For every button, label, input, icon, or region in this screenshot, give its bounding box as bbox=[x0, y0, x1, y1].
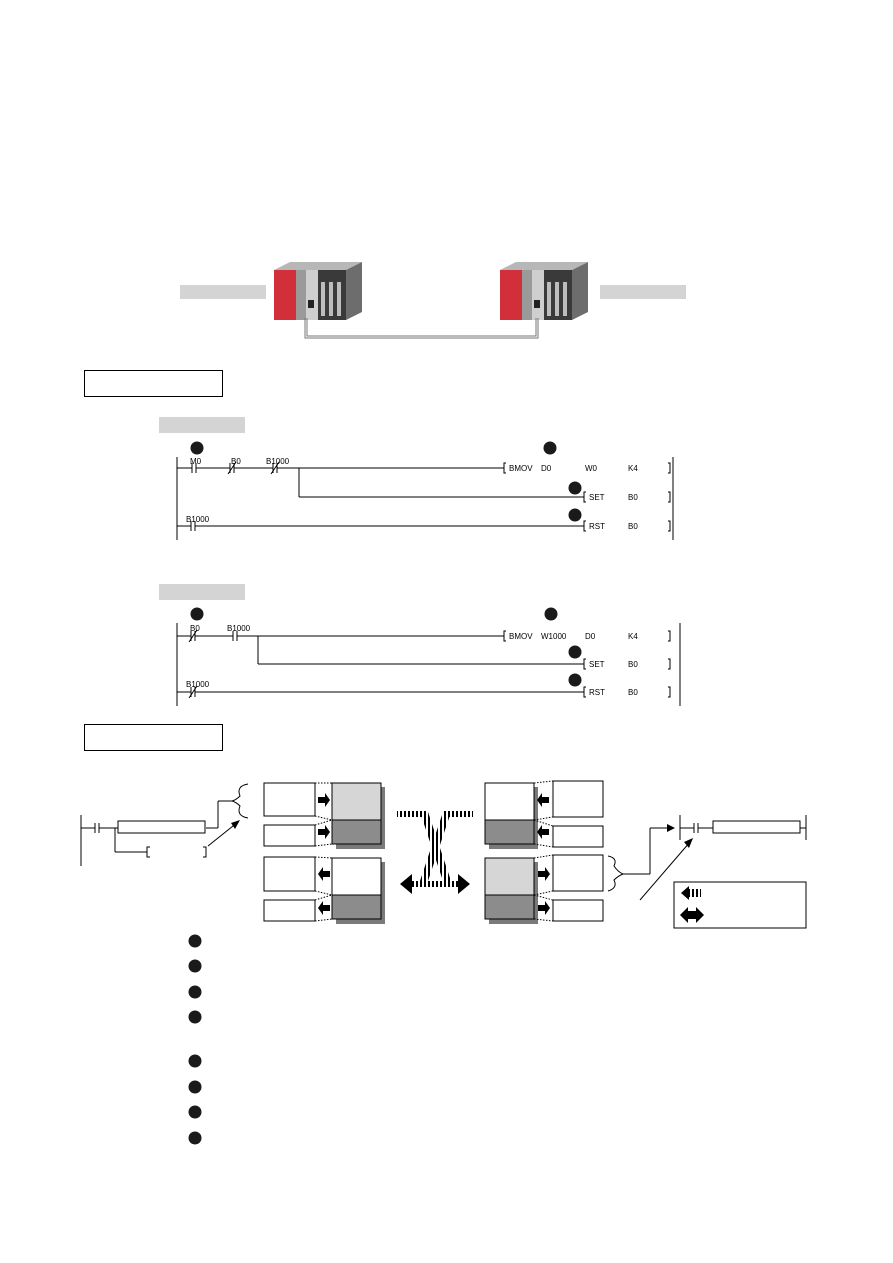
s2-contact-b0: B0 bbox=[190, 624, 200, 633]
network-cable bbox=[304, 318, 539, 339]
station1-program-label-bar bbox=[159, 417, 245, 433]
step-marker-7 bbox=[568, 645, 582, 659]
s1-contact-b1000: B1000 bbox=[266, 457, 290, 466]
s1-contact-b0: B0 bbox=[231, 457, 241, 466]
step-marker-3 bbox=[568, 481, 582, 495]
network-diagram bbox=[274, 262, 588, 339]
step-marker-2 bbox=[543, 441, 557, 455]
s1-set-mnemonic: SET bbox=[589, 493, 605, 502]
section-title-box-program bbox=[84, 370, 223, 397]
legend-box bbox=[673, 881, 807, 929]
s1-bmov-op2: W0 bbox=[585, 464, 597, 473]
s2-rung2-contact: B1000 bbox=[186, 680, 210, 689]
left-mini-ladder bbox=[80, 783, 249, 866]
station2-program-label-bar bbox=[159, 584, 245, 600]
station1-label-bar bbox=[180, 285, 266, 299]
s1-contact-m0: M0 bbox=[190, 457, 202, 466]
s2-set-mnemonic: SET bbox=[589, 660, 605, 669]
step-marker-6 bbox=[544, 607, 558, 621]
s1-bmov-op3: K4 bbox=[628, 464, 638, 473]
s2-rst-mnemonic: RST bbox=[589, 688, 605, 697]
plc-station1-icon bbox=[274, 262, 362, 320]
s1-rung2-contact: B1000 bbox=[186, 515, 210, 524]
s1-rst-op1: B0 bbox=[628, 522, 638, 531]
s1-set-op1: B0 bbox=[628, 493, 638, 502]
section-title-box-operation bbox=[84, 724, 223, 751]
step-marker-8 bbox=[568, 673, 582, 687]
plc-station2-icon bbox=[500, 262, 588, 320]
s1-rst-mnemonic: RST bbox=[589, 522, 605, 531]
s2-bmov-mnemonic: BMOV bbox=[509, 632, 533, 641]
step-marker-1 bbox=[190, 441, 204, 455]
s2-bmov-op2: D0 bbox=[585, 632, 596, 641]
s1-bmov-mnemonic: BMOV bbox=[509, 464, 533, 473]
s2-bmov-op3: K4 bbox=[628, 632, 638, 641]
station2-label-bar bbox=[600, 285, 686, 299]
step-marker-5 bbox=[190, 607, 204, 621]
s2-rst-op1: B0 bbox=[628, 688, 638, 697]
step-marker-4 bbox=[568, 508, 582, 522]
s2-set-op1: B0 bbox=[628, 660, 638, 669]
s2-contact-b1000: B1000 bbox=[227, 624, 251, 633]
s1-bmov-op1: D0 bbox=[541, 464, 552, 473]
s2-bmov-op1: W1000 bbox=[541, 632, 567, 641]
